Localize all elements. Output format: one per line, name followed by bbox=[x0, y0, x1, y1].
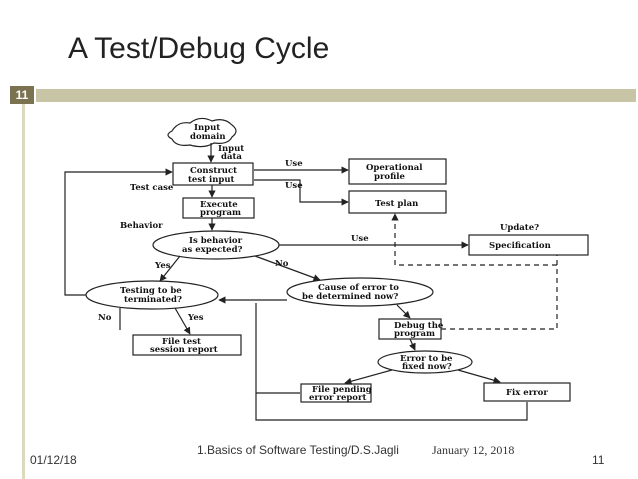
cause-of-error-decision bbox=[286, 277, 434, 307]
arrow-errorfix-to-pending bbox=[344, 369, 393, 385]
arrow-cause-to-debug bbox=[396, 304, 411, 319]
dashed-debug-to-testplan bbox=[391, 213, 557, 266]
footer-course-title: 1.Basics of Software Testing/D.S.Jagli bbox=[197, 443, 399, 457]
slide-title: A Test/Debug Cycle bbox=[68, 32, 330, 65]
update-label: Update? bbox=[500, 223, 539, 233]
test-debug-flowchart: Input domain Input data Construct test i… bbox=[64, 117, 589, 421]
behavior-label: Behavior bbox=[120, 221, 163, 231]
input-data-label-1: Input bbox=[218, 144, 244, 154]
file-test-text-1: File test bbox=[162, 337, 201, 347]
yes-label-2: Yes bbox=[187, 313, 204, 323]
file-test-text-2: session report bbox=[150, 345, 218, 355]
testing-term-text-2: terminated? bbox=[124, 295, 182, 305]
error-fixed-decision bbox=[377, 350, 473, 374]
slide-number-badge-text: 11 bbox=[15, 88, 29, 102]
specification-text: Specification bbox=[489, 241, 551, 251]
execute-program-box bbox=[182, 197, 255, 219]
debug-text-2: program bbox=[394, 329, 435, 339]
input-domain-cloud bbox=[167, 117, 237, 148]
construct-text-2: test input bbox=[188, 175, 235, 185]
test-plan-text: Test plan bbox=[375, 199, 418, 209]
slide-number-badge: 11 bbox=[10, 86, 34, 104]
behavior-text-1: Is behavior bbox=[189, 236, 243, 246]
operational-text-2: profile bbox=[374, 172, 406, 182]
arrow-terminated-no-loop bbox=[64, 168, 173, 296]
operational-profile-box bbox=[348, 158, 447, 185]
footer-date-left: 01/12/18 bbox=[30, 453, 77, 467]
arrow-terminated-yes bbox=[174, 307, 191, 335]
input-data-label-2: data bbox=[221, 152, 242, 162]
error-fixed-text-2: fixed now? bbox=[402, 362, 452, 372]
debug-text-1: Debug the bbox=[394, 321, 444, 331]
file-test-report-box bbox=[132, 334, 242, 356]
arrow-pending-loop bbox=[255, 303, 300, 394]
operational-text-1: Operational bbox=[366, 163, 423, 173]
fix-error-text: Fix error bbox=[506, 388, 548, 398]
arrow-construct-to-testplan bbox=[254, 179, 349, 206]
use-label-1: Use bbox=[285, 159, 303, 169]
arrow-behavior-yes bbox=[159, 255, 181, 282]
input-domain-text-2: domain bbox=[190, 132, 226, 142]
use-label-2: Use bbox=[285, 181, 303, 191]
error-fixed-text-1: Error to be bbox=[400, 354, 453, 364]
execute-text-1: Execute bbox=[200, 200, 238, 210]
footer-date-center: January 12, 2018 bbox=[432, 443, 515, 457]
input-domain-text-1: Input bbox=[194, 123, 220, 133]
testing-term-text-1: Testing to be bbox=[120, 286, 182, 296]
construct-test-input-box bbox=[172, 162, 254, 186]
construct-text-1: Construct bbox=[190, 166, 237, 176]
arrow-fixerror-loop bbox=[255, 393, 528, 421]
file-pending-text-1: File pending bbox=[312, 385, 372, 395]
file-pending-text-2: error report bbox=[309, 393, 366, 403]
cause-text-2: be determined now? bbox=[302, 292, 398, 302]
footer-page-number: 11 bbox=[592, 453, 605, 467]
behavior-text-2: as expected? bbox=[182, 245, 243, 255]
file-pending-report-box bbox=[300, 383, 372, 403]
arrow-errorfix-to-fixerror bbox=[457, 369, 501, 384]
test-case-label: Test case bbox=[130, 183, 174, 193]
yes-label-1: Yes bbox=[154, 261, 171, 271]
arrow-behavior-no bbox=[254, 255, 321, 282]
no-label-2: No bbox=[98, 313, 112, 323]
dashed-debug-to-spec bbox=[441, 255, 558, 330]
execute-text-2: program bbox=[200, 208, 241, 218]
arrow-debug-to-errorfix bbox=[409, 338, 416, 351]
test-plan-box bbox=[348, 190, 447, 214]
fix-error-box bbox=[483, 382, 571, 402]
no-label-1: No bbox=[275, 259, 289, 269]
left-vertical-rule bbox=[22, 104, 25, 479]
specification-box bbox=[468, 234, 589, 256]
header-rule bbox=[36, 89, 636, 102]
cause-text-1: Cause of error to bbox=[318, 283, 399, 293]
use-label-3: Use bbox=[351, 234, 369, 244]
